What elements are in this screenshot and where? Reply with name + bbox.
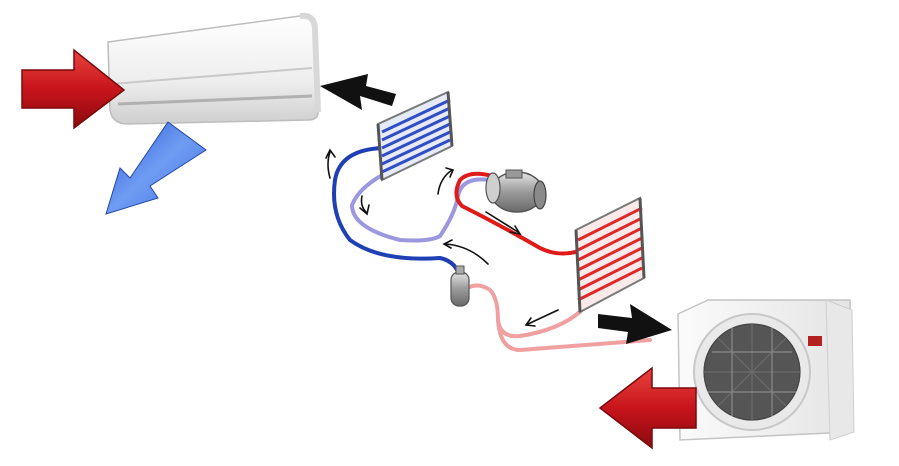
outdoor-unit <box>677 299 855 441</box>
compressor <box>485 169 547 213</box>
flow-direction-arrows <box>325 148 559 327</box>
heat-to-outdoor-arrow <box>598 304 672 344</box>
fan-grille <box>703 323 801 421</box>
heat-to-indoor-arrow <box>320 74 396 110</box>
warm-air-in-arrow <box>21 48 126 130</box>
cool-air-out-arrow <box>105 121 207 215</box>
refrigerant-pipes <box>332 146 652 352</box>
expansion-device <box>450 265 470 307</box>
indoor-unit <box>107 12 321 125</box>
evaporator-coil <box>376 90 454 182</box>
brand-logo-icon <box>808 336 822 346</box>
condenser-coil <box>574 196 646 314</box>
hot-air-out-arrow <box>598 366 697 450</box>
